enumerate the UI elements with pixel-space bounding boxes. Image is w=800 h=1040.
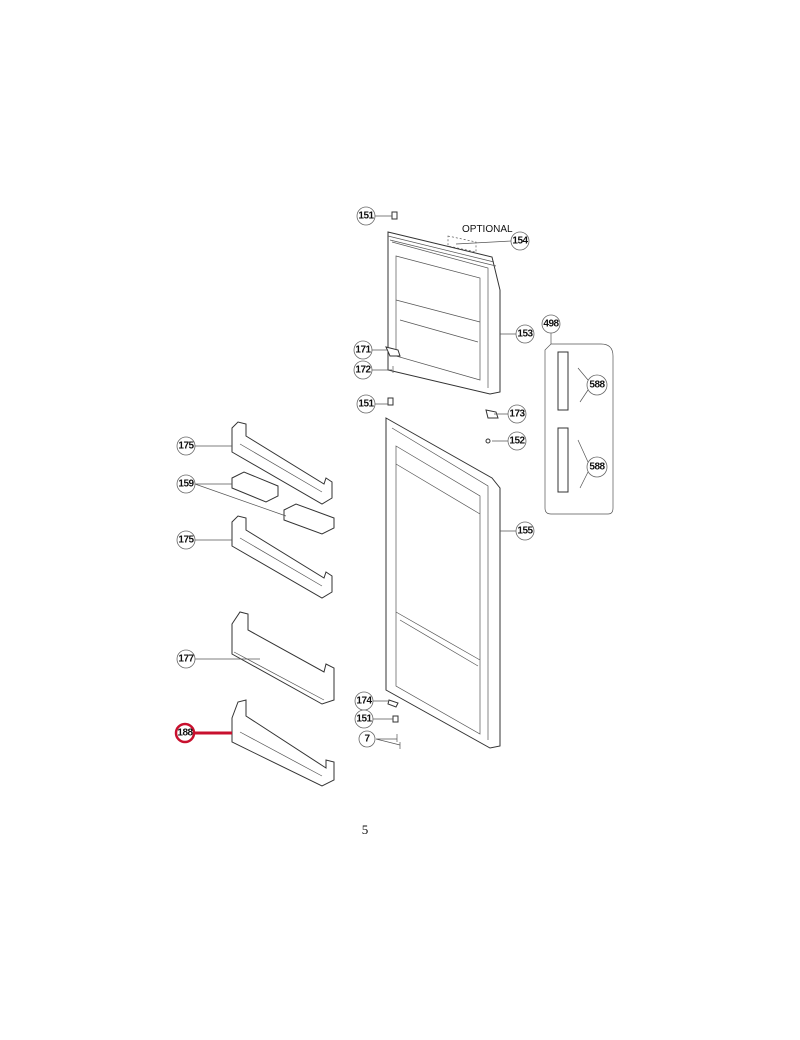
svg-text:171: 171 xyxy=(355,345,371,356)
svg-text:174: 174 xyxy=(356,696,372,707)
fridge-door-part xyxy=(385,417,501,749)
svg-text:177: 177 xyxy=(178,654,194,665)
callout-151: 151 xyxy=(354,709,374,729)
door-bin-part xyxy=(231,515,333,599)
callout-154: 154 xyxy=(510,231,530,251)
callout-7: 7 xyxy=(358,730,376,748)
callout-152: 152 xyxy=(507,431,527,451)
egg-tray-part xyxy=(231,471,335,535)
callout-153: 153 xyxy=(515,324,535,344)
callout-151: 151 xyxy=(356,394,376,414)
callout-159: 159 xyxy=(176,474,196,494)
freezer-door-part xyxy=(387,231,501,395)
hinge-cap-part xyxy=(391,211,398,220)
callout-155: 155 xyxy=(515,521,535,541)
svg-text:588: 588 xyxy=(589,462,605,473)
callout-188-highlighted: 188 xyxy=(174,722,196,744)
callout-172: 172 xyxy=(353,360,373,380)
svg-text:588: 588 xyxy=(589,380,605,391)
door-bin-part-highlighted xyxy=(231,699,335,787)
callout-174: 174 xyxy=(354,691,374,711)
callout-175: 175 xyxy=(176,530,196,550)
callout-498: 498 xyxy=(541,314,561,334)
svg-text:151: 151 xyxy=(356,714,372,725)
callout-151: 151 xyxy=(356,206,376,226)
door-bin-part xyxy=(231,611,335,705)
callout-171: 171 xyxy=(353,340,373,360)
callout-175: 175 xyxy=(176,436,196,456)
callout-588: 588 xyxy=(586,456,608,478)
page-number: 5 xyxy=(362,822,369,837)
callout-173: 173 xyxy=(507,404,527,424)
plug-part xyxy=(485,438,491,444)
svg-text:151: 151 xyxy=(358,211,374,222)
svg-text:151: 151 xyxy=(358,399,374,410)
svg-text:173: 173 xyxy=(509,409,525,420)
leader-lines xyxy=(194,215,516,746)
optional-label: OPTIONAL xyxy=(462,224,513,235)
svg-text:152: 152 xyxy=(509,436,525,447)
svg-text:7: 7 xyxy=(364,734,370,745)
svg-text:155: 155 xyxy=(517,526,533,537)
svg-text:175: 175 xyxy=(178,535,194,546)
svg-text:498: 498 xyxy=(543,319,559,330)
door-bin-part xyxy=(231,421,333,505)
svg-text:153: 153 xyxy=(517,329,533,340)
hinge-cap-part xyxy=(387,397,394,406)
svg-text:188: 188 xyxy=(177,728,193,739)
bracket-part xyxy=(387,699,399,708)
callout-588: 588 xyxy=(586,374,608,396)
hinge-cap-part xyxy=(392,715,399,723)
callout-177: 177 xyxy=(176,649,196,669)
hinge-part xyxy=(385,346,401,357)
svg-text:172: 172 xyxy=(355,365,371,376)
svg-text:175: 175 xyxy=(178,441,194,452)
hinge-part xyxy=(485,409,499,419)
svg-text:159: 159 xyxy=(178,479,194,490)
handle-kit-part xyxy=(544,333,614,515)
svg-text:154: 154 xyxy=(512,236,528,247)
